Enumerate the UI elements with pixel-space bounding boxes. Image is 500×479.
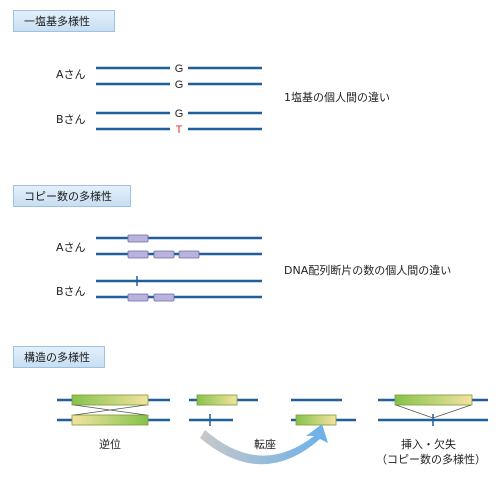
snp-base-b1: G bbox=[175, 108, 184, 120]
translocation-label: 転座 bbox=[254, 438, 276, 451]
cnv-segment bbox=[153, 293, 175, 302]
snp-description: 1塩基の個人間の違い bbox=[284, 91, 390, 104]
translocation-source bbox=[189, 394, 258, 426]
snp-base-a1: G bbox=[175, 63, 184, 75]
cnv-segment bbox=[127, 250, 149, 259]
cnv-segment bbox=[127, 234, 149, 243]
inversion-label: 逆位 bbox=[99, 438, 121, 451]
cnv-description: DNA配列断片の数の個人間の違い bbox=[284, 264, 452, 277]
cnv-person-a-label: Aさん bbox=[56, 241, 86, 254]
translocation-arrow bbox=[200, 424, 328, 465]
snp-base-b2-mutation: T bbox=[176, 124, 183, 136]
snp-person-b-label: Bさん bbox=[56, 113, 86, 126]
section-header-snp: 一塩基多様性 bbox=[13, 10, 115, 32]
indel-diagram bbox=[378, 394, 488, 426]
snp-person-a-label: Aさん bbox=[56, 68, 86, 81]
cnv-person-b-label: Bさん bbox=[56, 285, 86, 298]
cnv-segment bbox=[153, 250, 175, 259]
section-header-cnv: コピー数の多様性 bbox=[13, 185, 131, 207]
cnv-segment bbox=[178, 250, 200, 259]
snp-base-a2: G bbox=[175, 79, 184, 91]
section-header-structural: 構造の多様性 bbox=[13, 346, 105, 368]
indel-label-line2: （コピー数の多様性） bbox=[376, 453, 486, 466]
indel-label-line1: 挿入・欠失 bbox=[401, 438, 456, 451]
cnv-segment bbox=[127, 293, 149, 302]
inversion-diagram bbox=[57, 394, 170, 426]
translocation-target bbox=[291, 398, 356, 426]
